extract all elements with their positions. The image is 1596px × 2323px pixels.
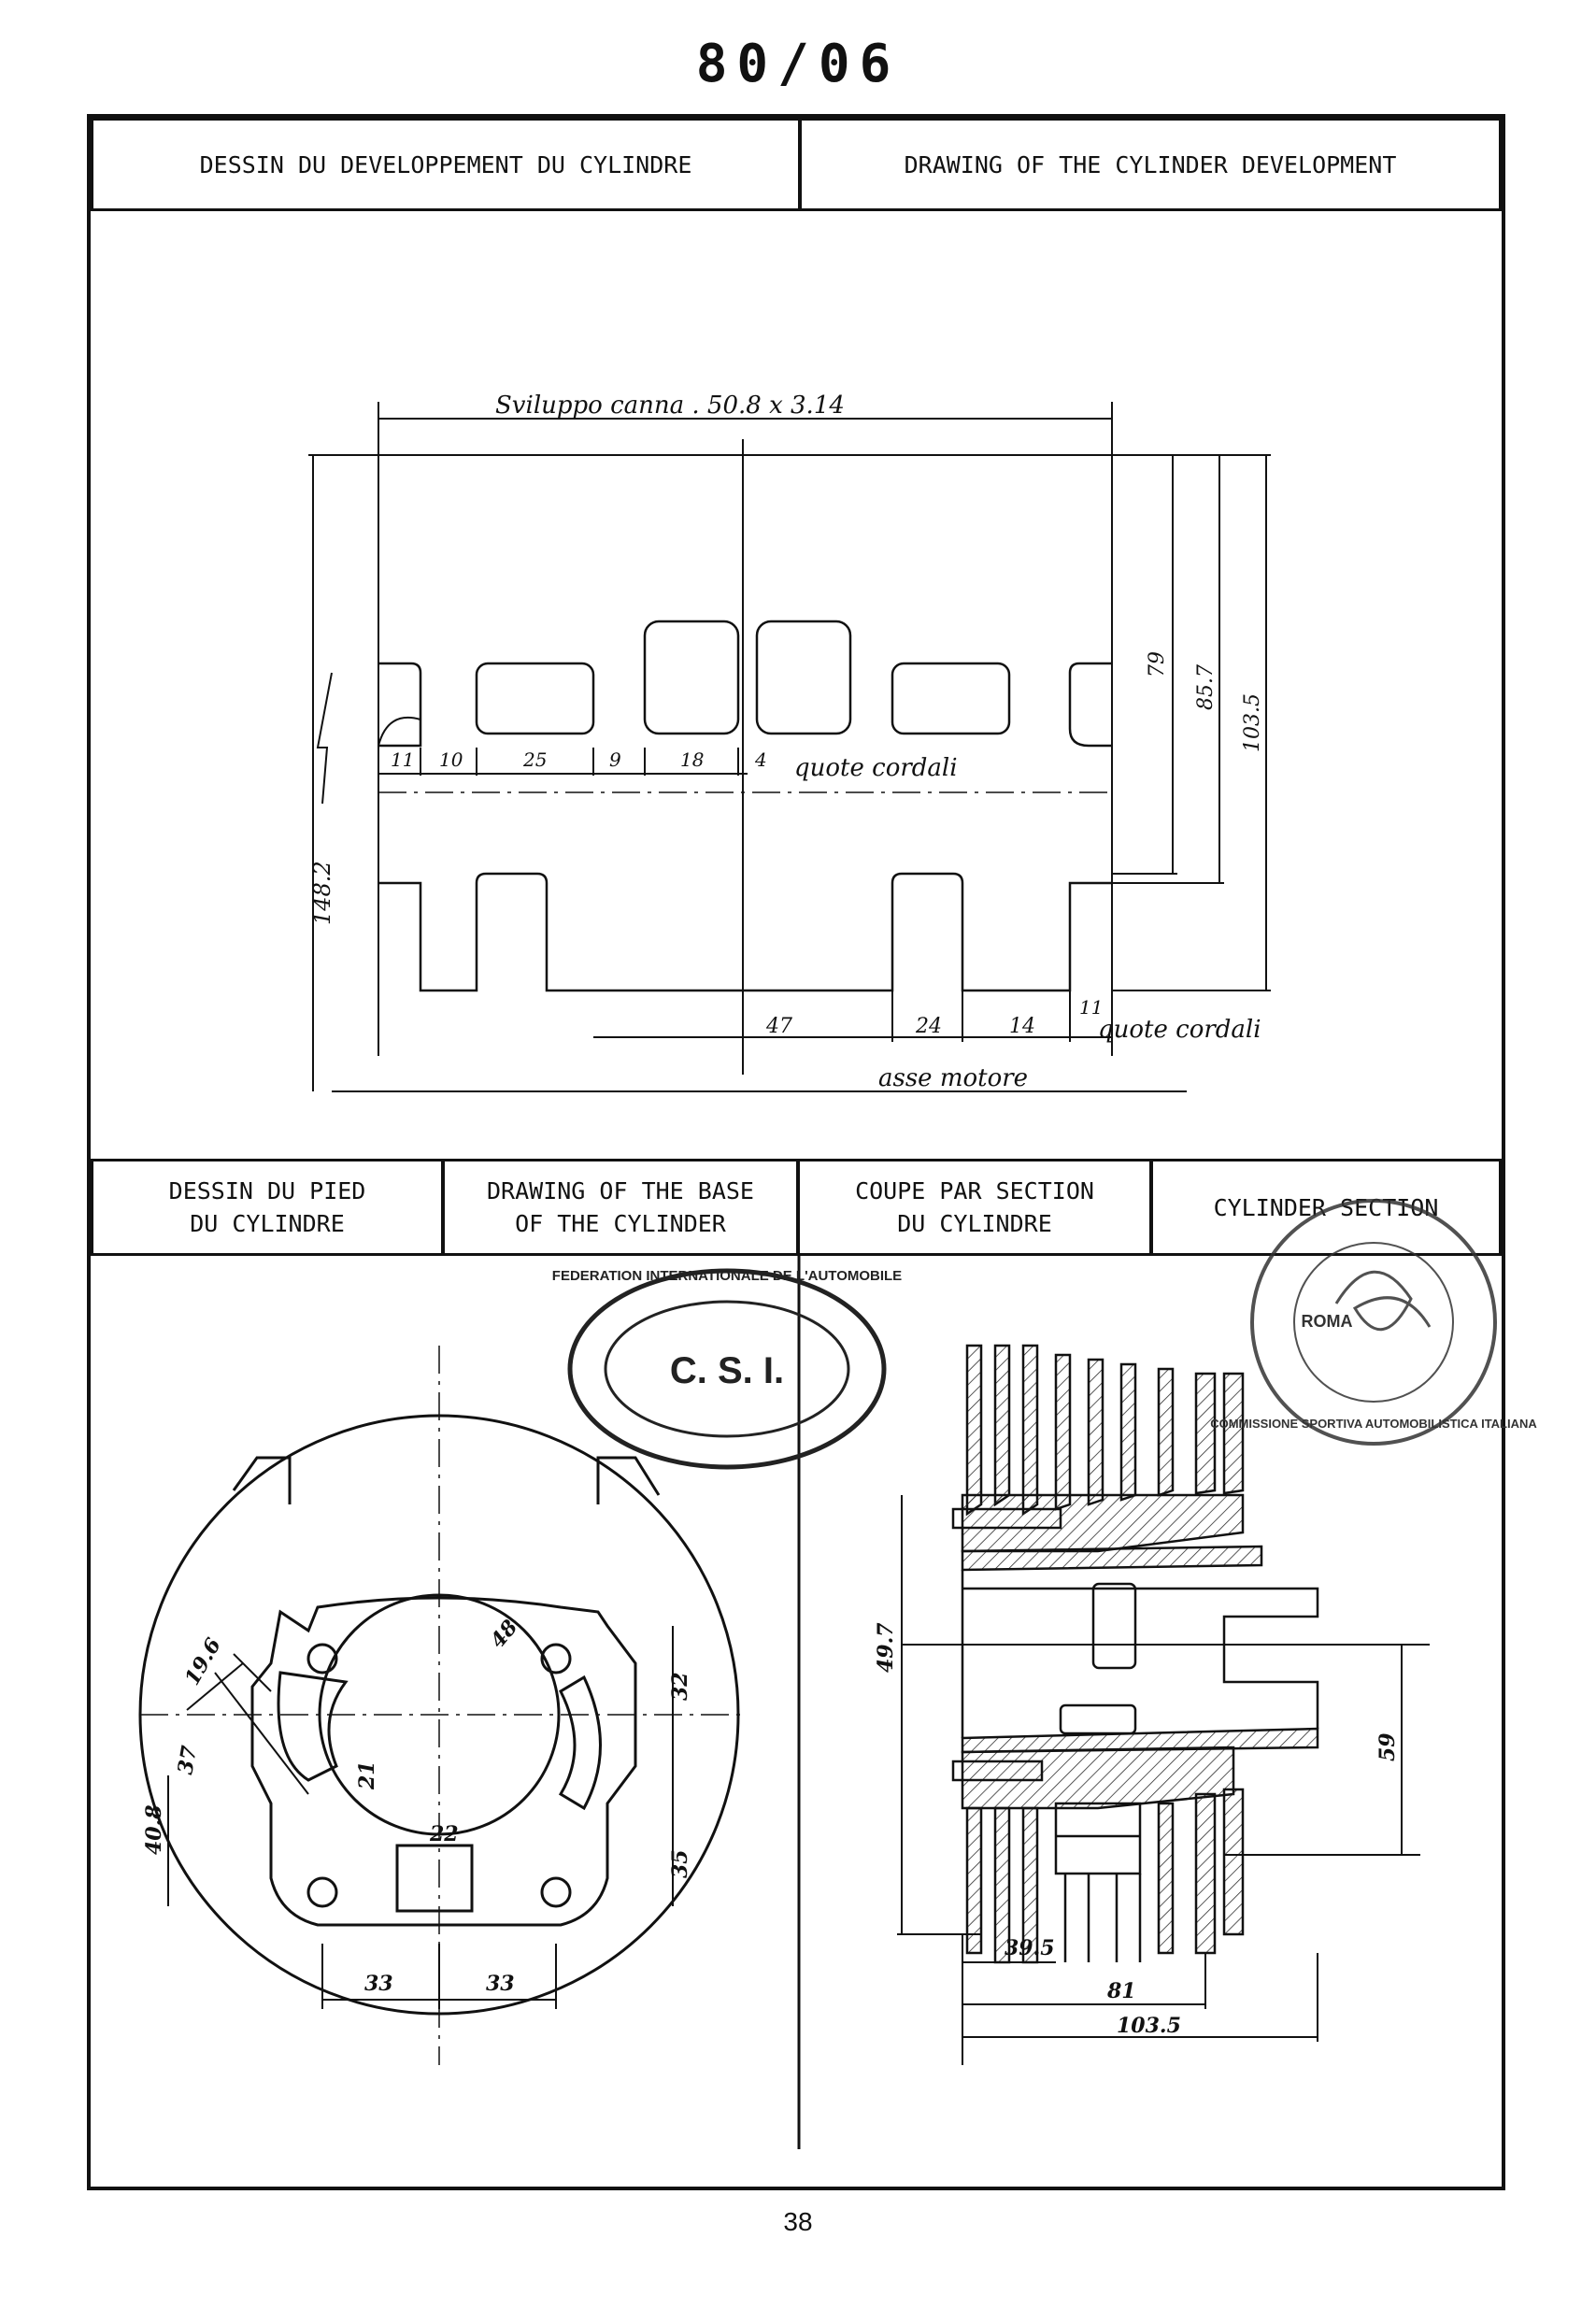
dim-47: 47 — [765, 1015, 792, 1038]
dim-37: 37 — [173, 1744, 202, 1776]
drawing-frame — [87, 114, 1505, 2190]
dim-33a: 33 — [364, 1972, 393, 1996]
csai-stamp — [1250, 1199, 1497, 1446]
dim-33b: 33 — [486, 1972, 515, 1996]
dim-59: 59 — [1375, 1732, 1400, 1761]
dim-11: 11 — [391, 748, 414, 771]
development-annotations: Sviluppo canna . 50.8 x 3.14 11 10 25 9 … — [309, 392, 1264, 1092]
csai-stamp-center: ROMA — [1302, 1312, 1353, 1331]
header-dev-fr: DESSIN DU DEVELOPPEMENT DU CYLINDRE — [91, 118, 801, 211]
sheet-number: 80/06 — [695, 34, 901, 94]
dim-32: 32 — [668, 1672, 692, 1701]
fia-stamp — [567, 1268, 887, 1470]
dim-49-7: 49.7 — [874, 1622, 898, 1673]
header-section-en: CYLINDER SECTION — [1150, 1159, 1502, 1256]
axis-label: asse motore — [878, 1064, 1028, 1092]
dim-14: 14 — [1009, 1015, 1035, 1038]
header-section-fr: COUPE PAR SECTION DU CYLINDRE — [797, 1159, 1152, 1256]
cylinder-base-drawing — [138, 1346, 748, 2065]
cylinder-development-drawing — [308, 402, 1271, 1092]
section-annotations: 49.7 59 39.5 81 103.5 — [874, 1622, 1400, 2038]
cylinder-section-drawing — [897, 1344, 1430, 2065]
header-dev-en: DRAWING OF THE CYLINDER DEVELOPMENT — [799, 118, 1502, 211]
fia-stamp-ring: FEDERATION INTERNATIONALE DE L'AUTOMOBIL… — [552, 1268, 902, 1284]
dim-19-6: 19.6 — [180, 1634, 226, 1689]
dim-4: 4 — [754, 748, 767, 771]
dim-85-7: 85.7 — [1194, 664, 1218, 710]
dim-48: 48 — [486, 1616, 523, 1653]
dev-title-note: Sviluppo canna . 50.8 x 3.14 — [495, 392, 845, 420]
dim-18: 18 — [680, 748, 704, 771]
dim-148-2: 148.2 — [309, 861, 335, 925]
dim-79: 79 — [1146, 651, 1169, 677]
dim-40-8: 40.8 — [142, 1804, 166, 1855]
dim-11b: 11 — [1079, 996, 1103, 1019]
dim-21: 21 — [355, 1760, 379, 1790]
csai-stamp-ring: COMMISSIONE SPORTIVA AUTOMOBILISTICA ITA… — [1210, 1417, 1537, 1431]
header-base-fr: DESSIN DU PIED DU CYLINDRE — [91, 1159, 444, 1256]
dim-25: 25 — [522, 748, 547, 771]
dim-10: 10 — [439, 748, 463, 771]
dim-81: 81 — [1106, 1979, 1136, 2003]
lower-note: quote cordali — [1098, 1016, 1261, 1044]
dim-24: 24 — [915, 1015, 942, 1038]
fia-stamp-center: C. S. I. — [670, 1350, 784, 1391]
dim-39-5: 39.5 — [1005, 1936, 1055, 1960]
dim-9: 9 — [609, 748, 621, 771]
dim-35: 35 — [668, 1849, 692, 1878]
base-annotations: 19.6 48 32 22 35 33 33 40.8 21 37 — [142, 1616, 692, 1996]
dim-22: 22 — [429, 1822, 459, 1846]
upper-note: quote cordali — [794, 754, 958, 782]
dim-103-5b: 103.5 — [1117, 2014, 1181, 2038]
page-number: 38 — [783, 2207, 813, 2236]
header-base-en: DRAWING OF THE BASE OF THE CYLINDER — [442, 1159, 799, 1256]
dim-103-5: 103.5 — [1241, 693, 1264, 752]
